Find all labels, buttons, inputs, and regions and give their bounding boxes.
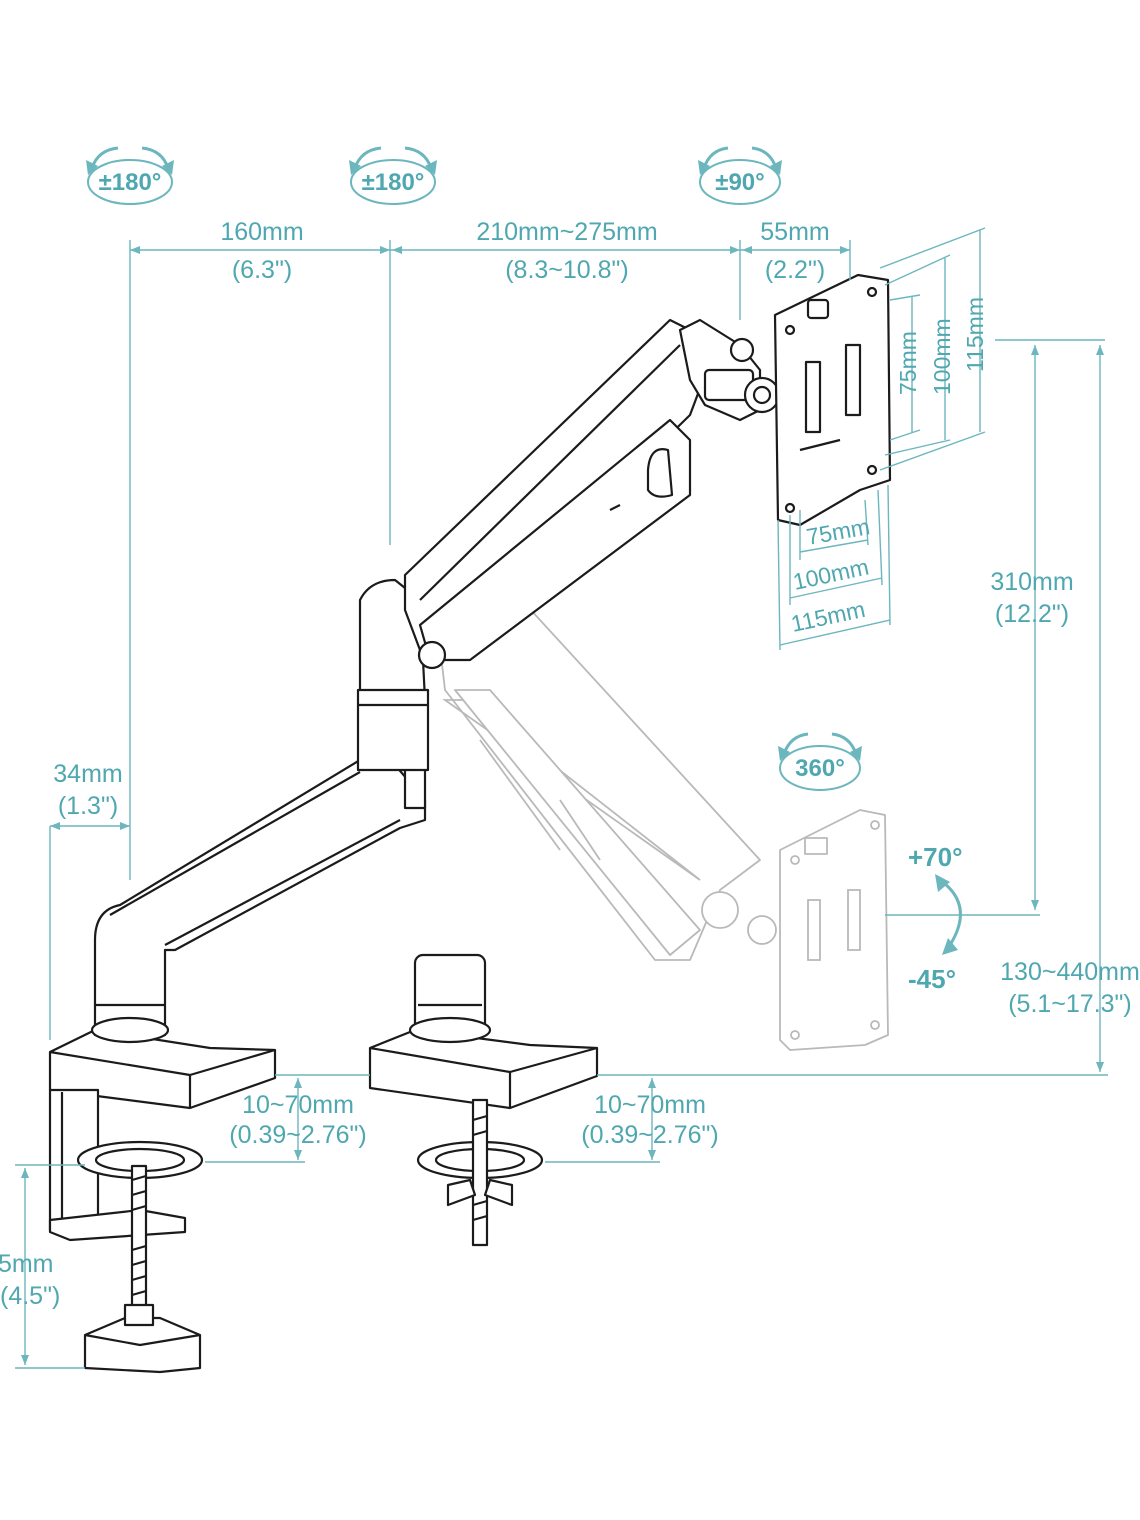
vesa-horizontal-115: 115mm — [789, 596, 868, 637]
rotation-badge-vesa: 360° — [778, 732, 862, 791]
pole-offset-mm: 34mm — [53, 760, 122, 788]
grommet-desk-mm: 10~70mm — [594, 1091, 706, 1119]
range-mm: 130~440mm — [1000, 958, 1140, 986]
upper-arm — [356, 318, 707, 772]
desk-clamp — [48, 1028, 277, 1374]
head-mm: 55mm — [760, 218, 829, 246]
tilt-head — [678, 318, 781, 422]
upper-arm-in: (8.3~10.8") — [505, 256, 629, 284]
ghost-arm-lowered-position — [429, 559, 889, 1051]
dimension-lines — [15, 227, 1108, 1369]
vesa-plate — [773, 273, 892, 527]
height-in: (12.2") — [995, 600, 1069, 628]
vesa-vertical-115: 115mm — [962, 297, 988, 372]
clamp-desk-mm: 10~70mm — [242, 1091, 354, 1119]
monitor-arm — [48, 273, 892, 1374]
clamp-total-in: (4.5") — [0, 1282, 60, 1310]
rotation-badge-base: ±180° — [86, 146, 174, 205]
rotation-base-label: ±180° — [99, 169, 162, 196]
rotation-badge-elbow: ±180° — [349, 146, 437, 205]
height-mm: 310mm — [990, 568, 1073, 596]
rotation-badge-head: ±90° — [698, 146, 782, 205]
grommet-desk-in: (0.39~2.76") — [581, 1121, 718, 1149]
range-in: (5.1~17.3") — [1008, 990, 1132, 1018]
clamp-desk-in: (0.39~2.76") — [229, 1121, 366, 1149]
ghost-vesa-plate — [779, 809, 889, 1051]
grommet-base — [368, 953, 599, 1247]
upper-arm-mm: 210mm~275mm — [476, 218, 657, 246]
vesa-vertical-75: 75mm — [895, 331, 921, 395]
pole-offset-in: (1.3") — [58, 792, 118, 820]
tilt-indicator: +70° -45° — [908, 842, 963, 994]
lower-arm — [90, 754, 427, 1044]
lower-arm-in: (6.3") — [232, 256, 292, 284]
rotation-head-label: ±90° — [715, 169, 764, 196]
vesa-horizontal-75: 75mm — [804, 513, 871, 550]
vesa-vertical-100: 100mm — [929, 318, 955, 395]
tilt-up-label: +70° — [908, 842, 963, 872]
rotation-vesa-label: 360° — [795, 755, 845, 782]
head-in: (2.2") — [765, 256, 825, 284]
rotation-elbow-label: ±180° — [362, 169, 425, 196]
lower-arm-mm: 160mm — [220, 218, 303, 246]
tilt-down-label: -45° — [908, 964, 956, 994]
clamp-total-mm: 115mm — [0, 1250, 54, 1278]
